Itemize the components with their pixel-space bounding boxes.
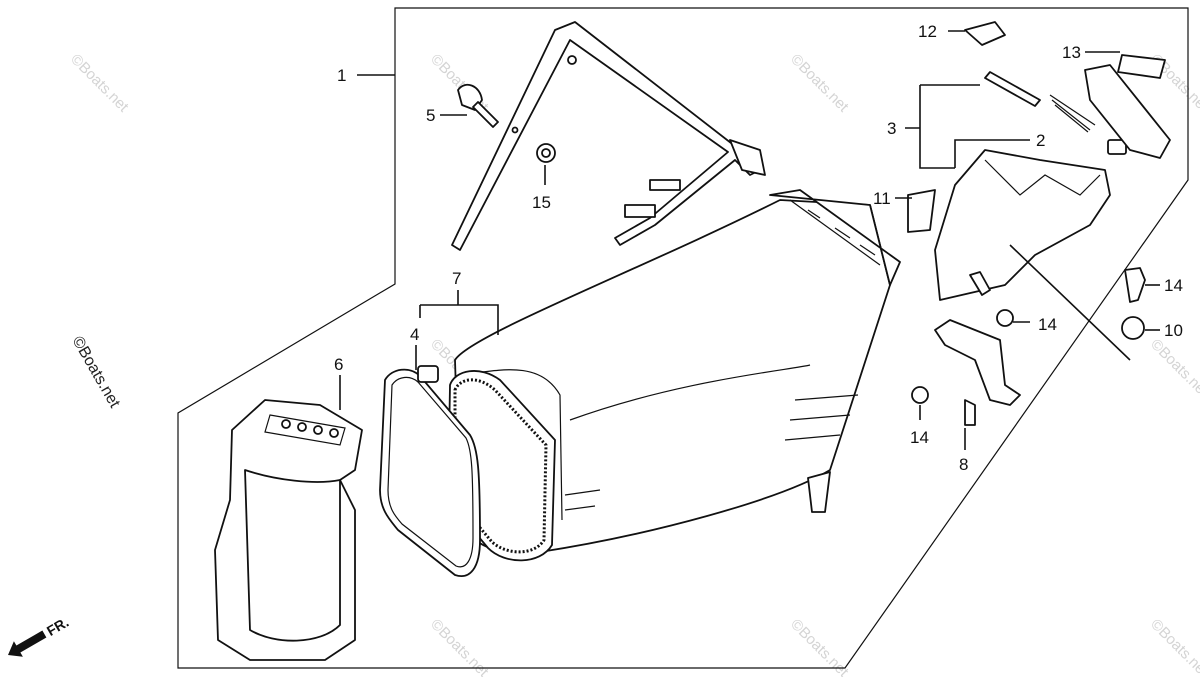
watermark-text: ©Boats.net bbox=[787, 51, 852, 116]
callout-11: 11 bbox=[873, 189, 891, 208]
callout-3: 3 bbox=[887, 119, 896, 138]
hardware bbox=[457, 21, 1146, 404]
cleaner-cover bbox=[214, 399, 363, 661]
callout-labels: 1 2 3 4 5 6 7 8 10 11 12 13 14 14 14 15 bbox=[334, 22, 1183, 474]
leader-lines bbox=[339, 30, 1160, 450]
watermark-text: ©Boats.net bbox=[67, 51, 132, 116]
fr-label: FR. bbox=[44, 614, 72, 639]
small-bracket bbox=[1084, 54, 1171, 159]
assembly-outline bbox=[177, 7, 1189, 669]
callout-14: 14 bbox=[1038, 315, 1057, 334]
side-duct bbox=[934, 139, 1127, 301]
callout-5: 5 bbox=[426, 106, 435, 125]
stay-bracket bbox=[934, 319, 1021, 426]
callout-8: 8 bbox=[959, 455, 968, 474]
callout-7: 7 bbox=[452, 269, 461, 288]
callout-6: 6 bbox=[334, 355, 343, 374]
arrow-icon bbox=[8, 630, 47, 657]
watermark-side-text: ©Boats.net bbox=[69, 334, 124, 412]
callout-1: 1 bbox=[337, 66, 346, 85]
callout-14: 14 bbox=[1164, 276, 1183, 295]
watermark-text: ©Boats.net bbox=[1147, 336, 1200, 401]
spring-pin bbox=[984, 71, 1096, 133]
air-cleaner-housing bbox=[454, 189, 901, 555]
seal-ring bbox=[379, 365, 481, 577]
callout-12: 12 bbox=[918, 22, 937, 41]
callout-13: 13 bbox=[1062, 43, 1081, 62]
front-arrow: FR. bbox=[8, 614, 72, 657]
callout-14: 14 bbox=[910, 428, 929, 447]
upper-frame bbox=[451, 21, 766, 251]
callout-2: 2 bbox=[1036, 131, 1045, 150]
callout-4: 4 bbox=[410, 325, 419, 344]
watermark-text: ©Boats.net bbox=[1147, 616, 1200, 677]
callout-10: 10 bbox=[1164, 321, 1183, 340]
callout-15: 15 bbox=[532, 193, 551, 212]
